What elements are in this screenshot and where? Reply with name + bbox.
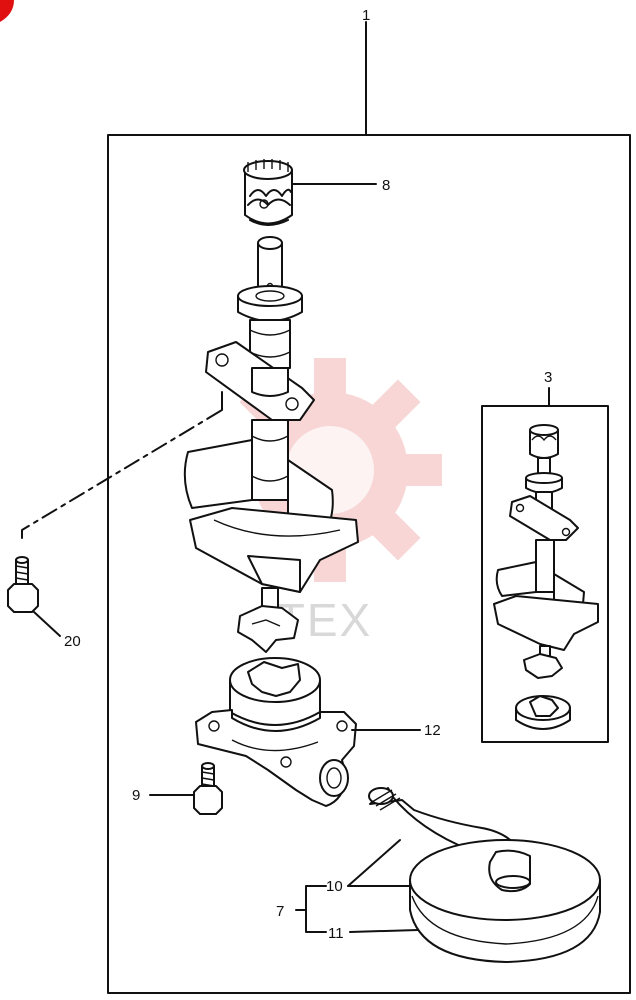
bolt-9 [193, 762, 223, 815]
callout-8: 8 [382, 177, 390, 194]
leader-lines [295, 839, 419, 933]
sub-assembly-frame [481, 405, 609, 743]
callout-10: 10 [326, 878, 343, 895]
callout-20: 20 [64, 633, 81, 650]
callout-9: 9 [132, 787, 140, 804]
drive-gear [243, 159, 293, 226]
pump-shaft [183, 236, 359, 653]
callout-11: 11 [328, 925, 344, 942]
assembly-frame [107, 134, 631, 994]
sub-assembly-illustration [493, 424, 599, 730]
oil-strainer [409, 839, 601, 963]
callout-1: 1 [362, 7, 370, 24]
outer-rotor [229, 657, 321, 726]
callout-3: 3 [544, 369, 552, 386]
corner-mark [0, 0, 14, 22]
callout-7: 7 [276, 903, 284, 920]
bolt-20 [7, 556, 39, 613]
pump-case [195, 709, 357, 807]
callout-12: 12 [424, 722, 441, 739]
